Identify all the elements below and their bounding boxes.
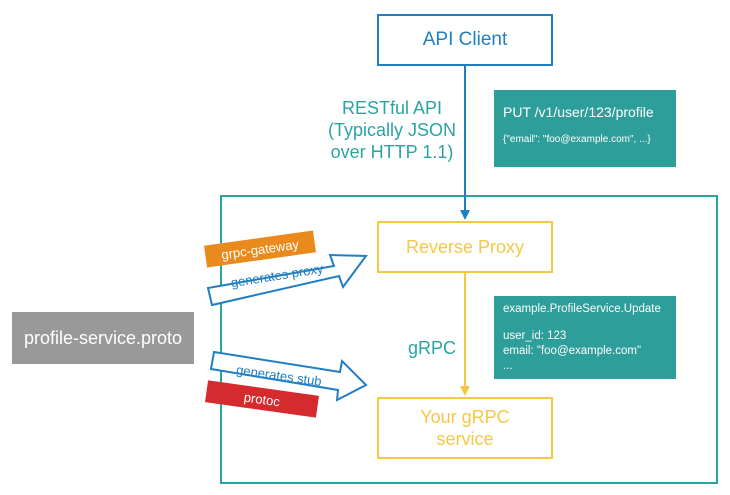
grpc-service-label-line1: Your gRPC xyxy=(420,406,510,427)
put-request-note: PUT /v1/user/123/profile {"email": "foo@… xyxy=(494,90,676,167)
update-note-line3: ... xyxy=(503,359,513,372)
update-note-line2: email: "foo@example.com" xyxy=(503,344,642,357)
api-client-node: API Client xyxy=(377,14,553,66)
update-call-note: example.ProfileService.Update user_id: 1… xyxy=(494,296,676,379)
put-note-body: {"email": "foo@example.com", ...} xyxy=(503,134,651,145)
reverse-proxy-label: Reverse Proxy xyxy=(405,236,525,257)
update-note-line1: user_id: 123 xyxy=(503,329,567,342)
rest-label-line1: RESTful API xyxy=(341,98,443,118)
server-boundary xyxy=(220,195,718,484)
proto-file-node: profile-service.proto xyxy=(12,312,194,364)
generates-stub-arrow xyxy=(209,350,368,402)
grpc-label: gRPC xyxy=(408,338,457,358)
rest-api-label: RESTful API (Typically JSON over HTTP 1.… xyxy=(312,98,472,164)
api-client-label: API Client xyxy=(422,29,508,50)
grpc-service-node: Your gRPC service xyxy=(377,397,553,459)
generates-proxy-arrow xyxy=(206,253,368,307)
rest-label-line3: over HTTP 1.1) xyxy=(330,141,454,162)
grpc-service-label-line2: service xyxy=(436,429,494,449)
reverse-proxy-node: Reverse Proxy xyxy=(377,221,553,273)
update-note-title: example.ProfileService.Update xyxy=(503,303,661,315)
put-note-title: PUT /v1/user/123/profile xyxy=(503,104,654,120)
proto-file-label: profile-service.proto xyxy=(23,327,183,348)
rest-label-line2: (Typically JSON xyxy=(327,119,457,140)
